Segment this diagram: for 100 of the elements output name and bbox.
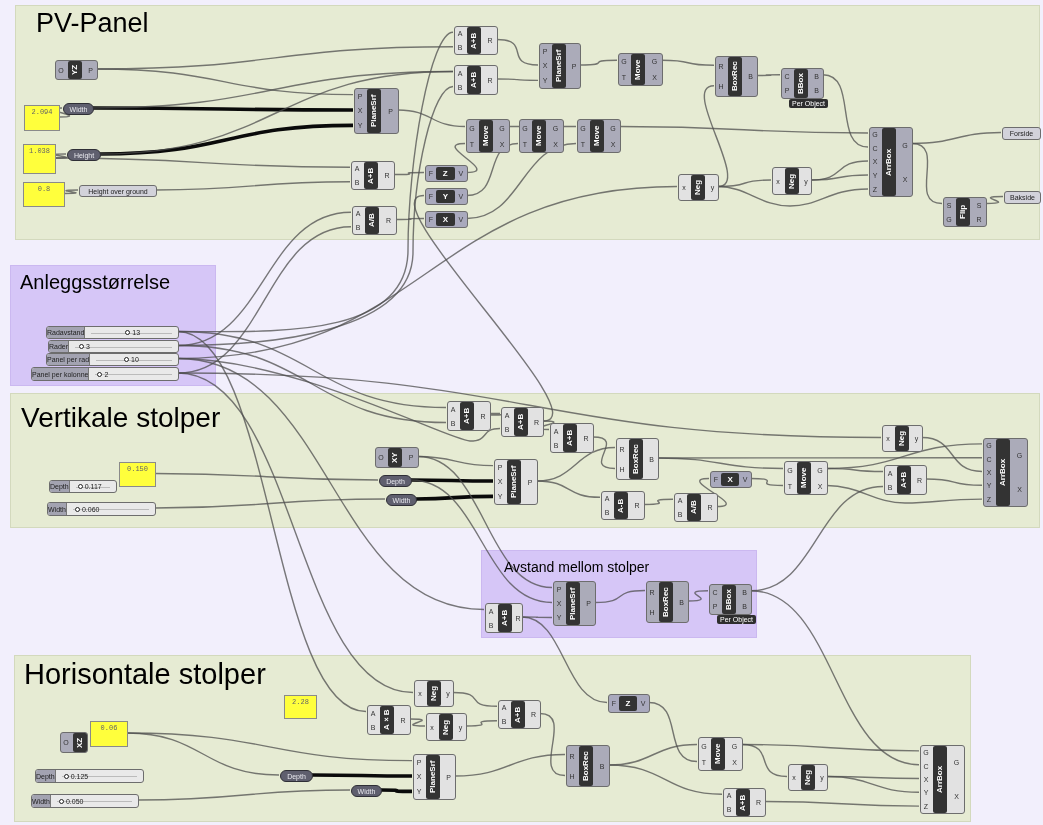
component-label: Neg (801, 765, 815, 790)
wire (562, 125, 577, 128)
component-block (485, 603, 523, 633)
component-block (494, 459, 538, 505)
wire (921, 436, 983, 473)
component-label: Neg (785, 168, 799, 194)
group-panel (481, 550, 757, 638)
component-label: A+B (563, 424, 577, 452)
component-block (723, 788, 766, 817)
number-panel (23, 144, 56, 174)
component-label: A+B (467, 27, 481, 54)
number-slider (35, 769, 144, 783)
component-block (784, 461, 828, 495)
component-label: PlaneSrf (426, 755, 440, 799)
wire (925, 478, 983, 486)
wire (496, 38, 539, 66)
number-panel (23, 182, 65, 207)
component-block (698, 737, 743, 771)
component-label: X (436, 213, 455, 226)
number-panel (119, 462, 156, 487)
group-panel (10, 393, 1040, 528)
component-label: A+B (897, 466, 911, 494)
wire (985, 195, 1004, 205)
group-title: Avstand mellom stolper (504, 559, 650, 575)
wire (465, 720, 498, 727)
wire (822, 74, 869, 148)
wire (177, 357, 485, 611)
component-block (55, 60, 98, 80)
wire (466, 142, 577, 220)
wire (911, 142, 943, 205)
wire (521, 616, 608, 704)
group-title: PV-Panel (36, 8, 149, 38)
component-label: A/B (365, 207, 379, 234)
wire (54, 157, 351, 168)
wire (395, 217, 425, 221)
component-block (425, 211, 468, 228)
component-label: Move (532, 120, 546, 152)
component-block (943, 197, 987, 227)
component-label: A-B (614, 492, 628, 519)
component-block (454, 65, 498, 95)
component-label: ArrBox (882, 128, 896, 196)
component-block (425, 188, 468, 205)
wire (381, 788, 412, 794)
number-panel (24, 105, 60, 131)
group-panel (10, 265, 216, 386)
wire (750, 477, 784, 487)
parameter-node (386, 494, 417, 506)
component-label: YZ (68, 61, 82, 79)
wire (826, 775, 920, 793)
wire (177, 330, 367, 713)
component-label: A+B (514, 408, 528, 436)
wire (619, 125, 869, 134)
wire (99, 70, 454, 155)
component-label: BBox (722, 585, 736, 614)
component-block (772, 167, 812, 195)
number-panel (284, 695, 317, 719)
wire (703, 85, 729, 188)
component-block (616, 438, 659, 480)
component-label: Neg (691, 175, 705, 200)
component-block (498, 700, 541, 729)
component-block (674, 493, 718, 522)
wire (536, 480, 601, 498)
wire (741, 743, 788, 778)
wire (154, 498, 386, 509)
component-block (781, 68, 824, 99)
wire (661, 59, 715, 66)
component-label: Move (590, 120, 604, 152)
wire (539, 712, 566, 777)
wire (750, 590, 920, 766)
component-block (425, 165, 468, 182)
component-block (601, 491, 645, 520)
component-block (519, 119, 564, 153)
component-block (869, 127, 913, 197)
component-label: BBox (794, 69, 808, 98)
parameter-node (79, 185, 157, 197)
component-block (414, 680, 454, 707)
component-block (454, 26, 498, 55)
wire (454, 142, 478, 174)
component-label: ArrBox (933, 746, 947, 813)
parameter-node (1002, 127, 1041, 140)
wire (717, 185, 869, 207)
number-slider (46, 326, 179, 339)
component-label: A+B (736, 789, 750, 816)
wire (454, 753, 566, 777)
wire (657, 457, 983, 459)
parameter-node (1004, 191, 1041, 204)
wire (592, 436, 616, 470)
component-label: PlaneSrf (552, 44, 566, 88)
component-block (608, 694, 650, 713)
component-label: XY (388, 448, 402, 467)
component-block (709, 584, 752, 615)
wire (155, 181, 351, 191)
wire (414, 194, 553, 422)
component-label: A+B (467, 66, 481, 94)
component-label: Neg (895, 426, 909, 451)
component-label: PlaneSrf (367, 89, 381, 133)
parameter-node (67, 149, 101, 161)
number-slider (31, 794, 139, 808)
component-label: ArrBox (996, 439, 1010, 506)
number-slider (48, 340, 179, 353)
